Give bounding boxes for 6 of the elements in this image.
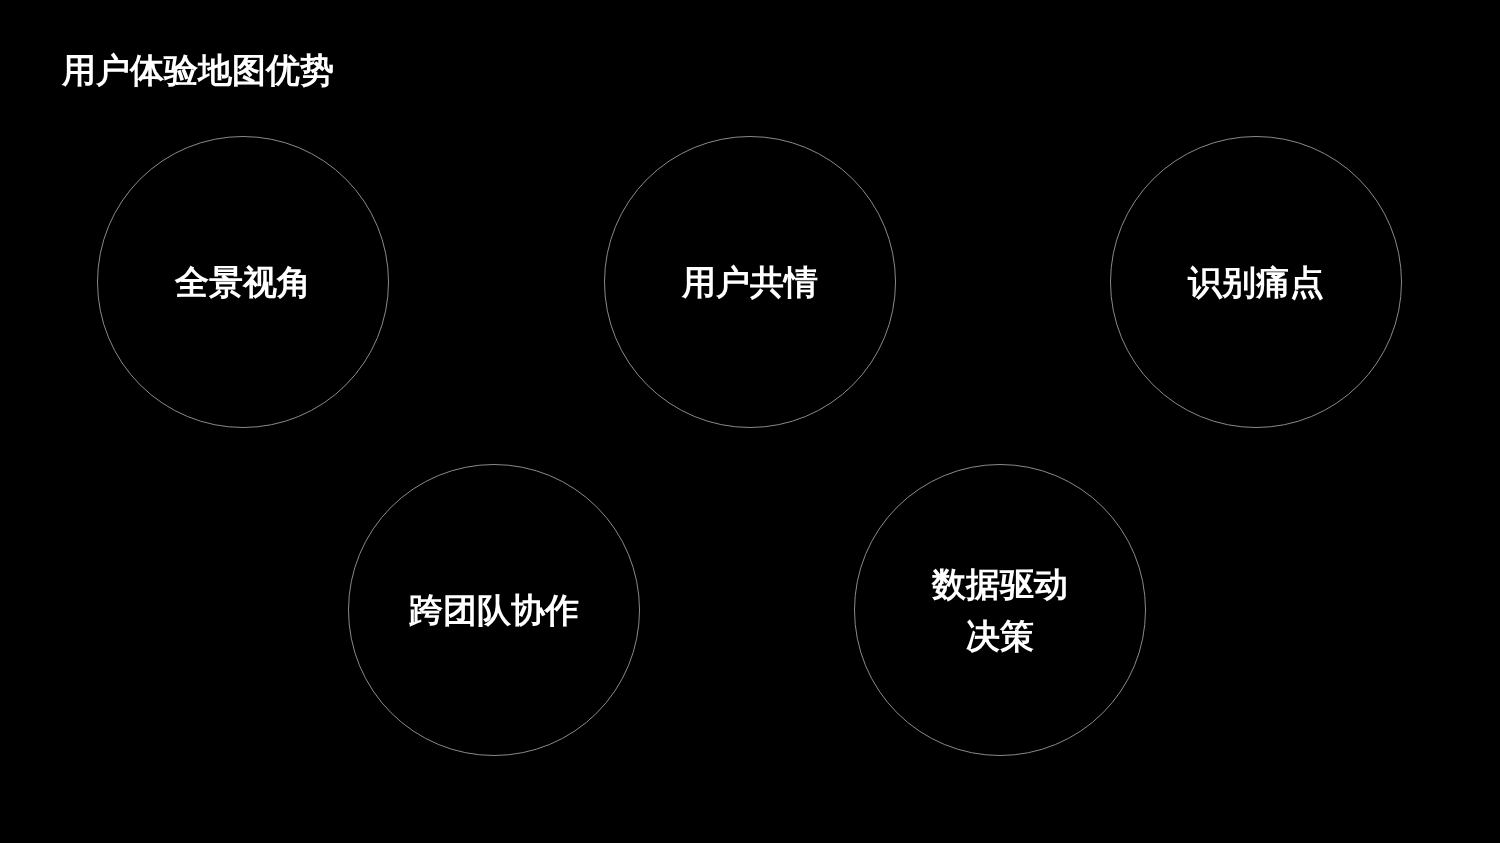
node-label: 全景视角 bbox=[175, 261, 311, 304]
node-label: 跨团队协作 bbox=[409, 589, 579, 632]
node-label: 数据驱动决策 bbox=[930, 563, 1069, 658]
node-label: 识别痛点 bbox=[1188, 261, 1324, 304]
title: 用户体验地图优势 bbox=[62, 49, 334, 92]
node-label: 用户共情 bbox=[682, 261, 818, 304]
